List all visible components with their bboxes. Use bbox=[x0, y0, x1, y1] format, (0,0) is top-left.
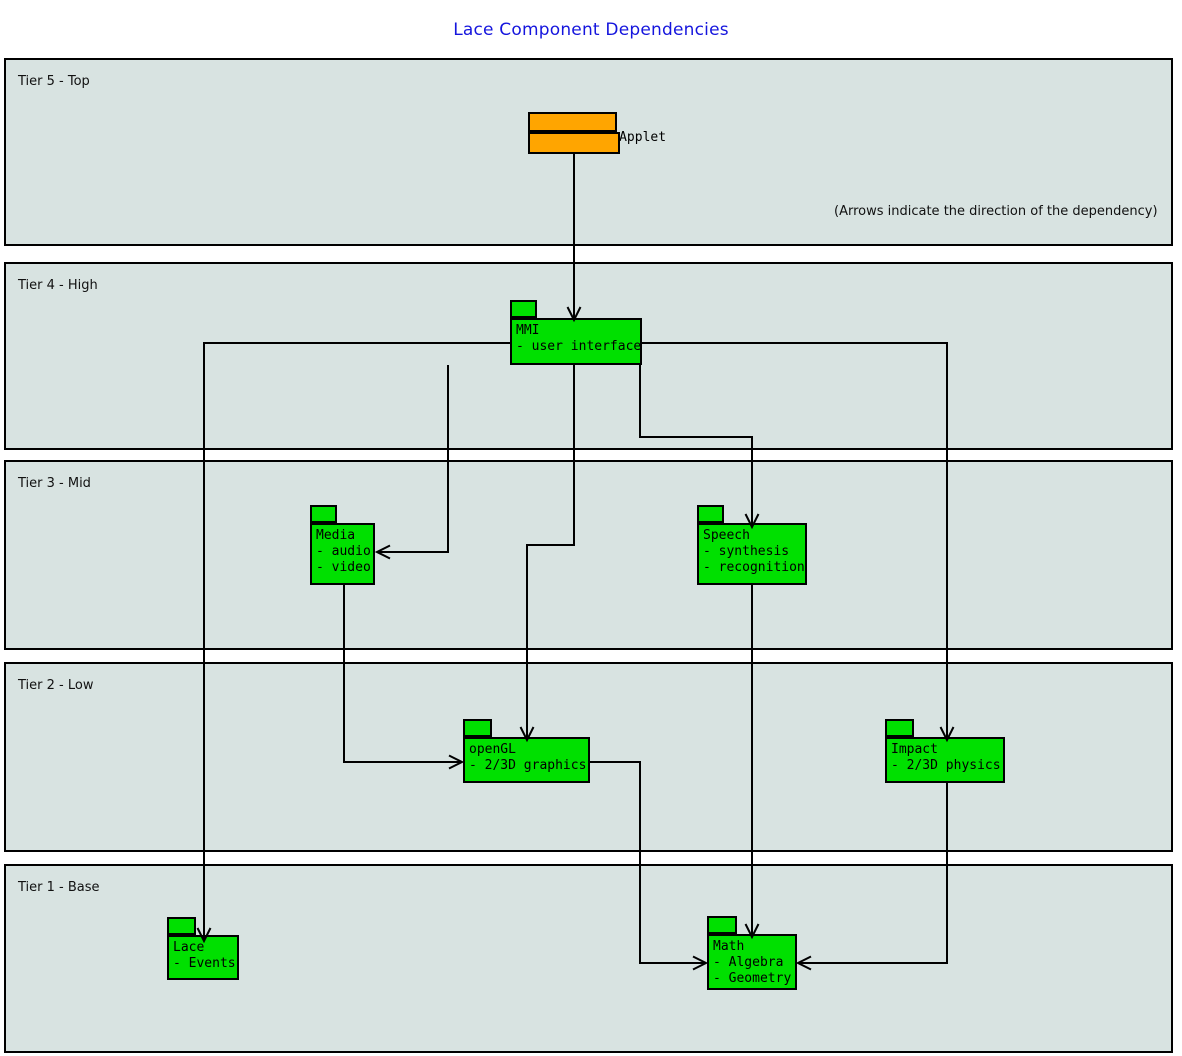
package-impact-tab bbox=[885, 719, 914, 737]
package-math-title: Math bbox=[713, 939, 745, 954]
package-user-applet-tab: User Applet bbox=[528, 112, 666, 145]
package-math: Math- Algebra- Geometry bbox=[707, 934, 797, 990]
package-media-tab bbox=[310, 505, 337, 523]
package-lace-tab bbox=[167, 917, 196, 935]
package-speech-tab bbox=[697, 505, 724, 523]
package-media-line: - video bbox=[316, 560, 371, 575]
tier-4-label: Tier 4 - High bbox=[18, 278, 98, 293]
tier-3-band: Tier 3 - Mid bbox=[4, 460, 1173, 650]
package-mmi: MMI- user interface bbox=[510, 318, 642, 365]
dependency-note: (Arrows indicate the direction of the de… bbox=[834, 204, 1158, 219]
package-mmi-tab bbox=[510, 300, 537, 318]
package-media-title: Media bbox=[316, 528, 356, 543]
package-speech-line: - recognition bbox=[703, 560, 805, 575]
package-speech-title: Speech bbox=[703, 528, 750, 543]
package-opengl-title: openGL bbox=[469, 742, 516, 757]
tier-1-label: Tier 1 - Base bbox=[18, 880, 100, 895]
package-media-line: - audio bbox=[316, 544, 371, 559]
package-opengl-line: - 2/3D graphics bbox=[469, 758, 587, 773]
package-math-line: - Geometry bbox=[713, 971, 792, 986]
package-user-applet bbox=[528, 132, 620, 154]
package-media: Media- audio- video bbox=[310, 523, 375, 585]
package-impact: Impact- 2/3D physics bbox=[885, 737, 1005, 783]
package-lace-title: Lace bbox=[173, 940, 205, 955]
package-speech: Speech- synthesis- recognition bbox=[697, 523, 807, 585]
package-math-line: - Algebra bbox=[713, 955, 784, 970]
package-lace: Lace- Events bbox=[167, 935, 239, 980]
tier-2-label: Tier 2 - Low bbox=[18, 678, 94, 693]
tier-3-label: Tier 3 - Mid bbox=[18, 476, 91, 491]
package-speech-line: - synthesis bbox=[703, 544, 790, 559]
package-mmi-title: MMI bbox=[516, 323, 540, 338]
package-opengl: openGL- 2/3D graphics bbox=[463, 737, 590, 783]
package-mmi-line: - user interface bbox=[516, 339, 642, 354]
tier-5-label: Tier 5 - Top bbox=[18, 74, 90, 89]
package-lace-line: - Events bbox=[173, 956, 236, 971]
package-impact-title: Impact bbox=[891, 742, 938, 757]
diagram-title: Lace Component Dependencies bbox=[453, 20, 729, 40]
package-opengl-tab bbox=[463, 719, 492, 737]
package-math-tab bbox=[707, 916, 737, 934]
package-impact-line: - 2/3D physics bbox=[891, 758, 1001, 773]
